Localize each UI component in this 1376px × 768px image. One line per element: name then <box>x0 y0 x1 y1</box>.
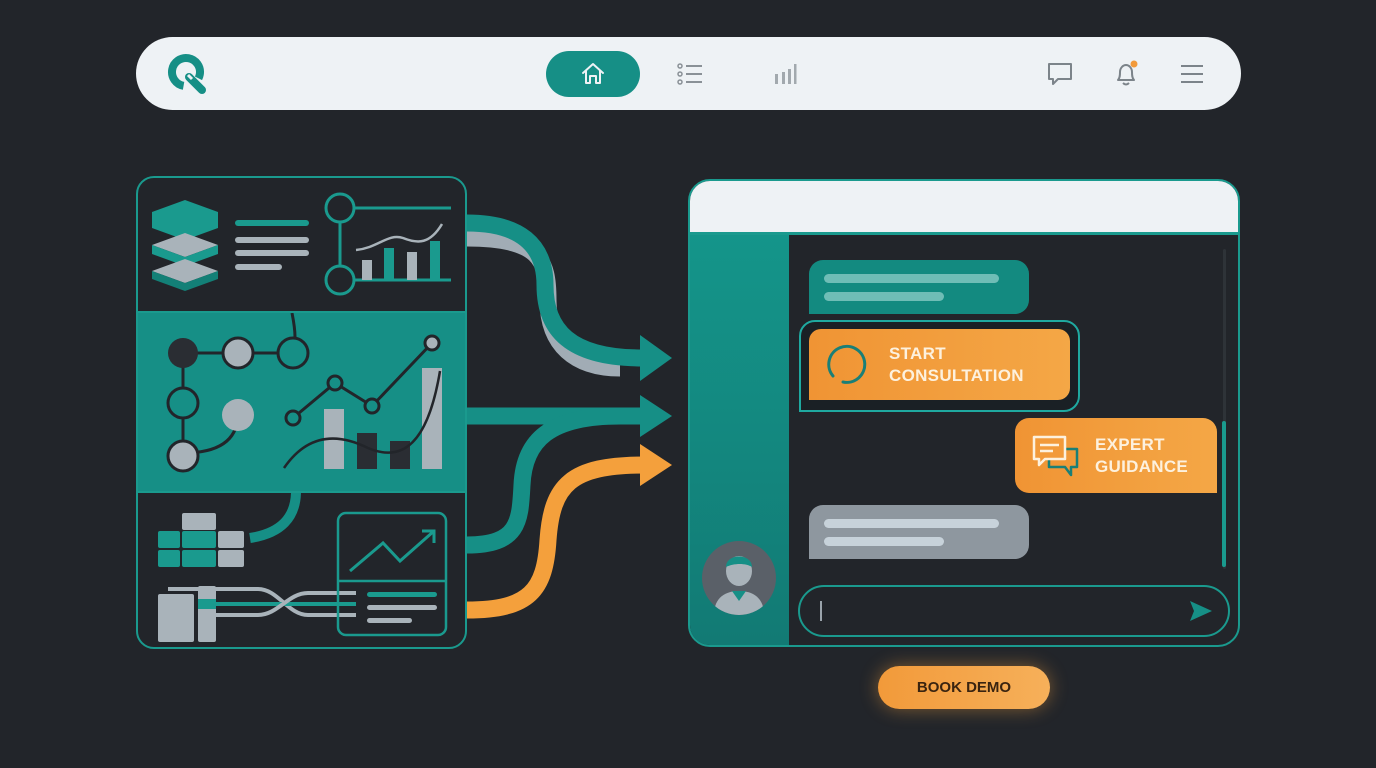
chat-window: START CONSULTATION EXPERT GUIDANCE <box>688 179 1240 647</box>
data-blocks-illustration <box>158 490 448 642</box>
chat-bubbles-icon <box>1032 435 1079 476</box>
reply-message-bubble <box>809 505 1029 559</box>
start-consultation-container: START CONSULTATION <box>799 320 1080 412</box>
network-graph-illustration <box>166 312 442 473</box>
expert-guidance-line2: GUIDANCE <box>1095 456 1189 476</box>
logo-icon[interactable] <box>166 53 210 95</box>
home-icon <box>582 63 604 84</box>
incoming-message-bubble <box>809 260 1029 314</box>
send-icon[interactable] <box>1188 599 1214 623</box>
network-analytics-section <box>138 312 465 491</box>
spinner-icon <box>827 344 867 384</box>
start-consultation-line2: CONSULTATION <box>889 365 1024 385</box>
start-consultation-button[interactable]: START CONSULTATION <box>809 329 1070 400</box>
notification-badge <box>1130 60 1138 68</box>
bar-chart-icon[interactable] <box>772 60 800 88</box>
user-avatar-icon <box>714 556 764 615</box>
bell-icon[interactable] <box>1112 60 1140 88</box>
user-avatar[interactable] <box>702 541 776 615</box>
chat-bubble-icon[interactable] <box>1046 60 1074 88</box>
chat-header <box>690 181 1238 235</box>
nav-home-button[interactable] <box>546 51 640 97</box>
chat-sidebar <box>690 235 789 645</box>
data-sources-panel <box>136 176 467 649</box>
start-consultation-line1: START <box>889 343 946 363</box>
scrollbar-track[interactable] <box>1223 249 1226 569</box>
list-icon[interactable] <box>676 60 704 88</box>
text-caret <box>820 601 822 621</box>
data-layers-section <box>138 178 465 313</box>
reports-section <box>138 490 465 647</box>
data-flow-arrows <box>466 214 672 619</box>
expert-guidance-button[interactable]: EXPERT GUIDANCE <box>1015 418 1217 493</box>
scrollbar-thumb[interactable] <box>1222 421 1226 567</box>
database-layers-illustration <box>152 192 451 296</box>
expert-guidance-line1: EXPERT <box>1095 434 1165 454</box>
top-navigation-bar <box>136 37 1241 110</box>
message-input[interactable] <box>798 585 1230 637</box>
book-demo-button[interactable]: BOOK DEMO <box>878 666 1050 709</box>
hamburger-menu-icon[interactable] <box>1178 60 1206 88</box>
